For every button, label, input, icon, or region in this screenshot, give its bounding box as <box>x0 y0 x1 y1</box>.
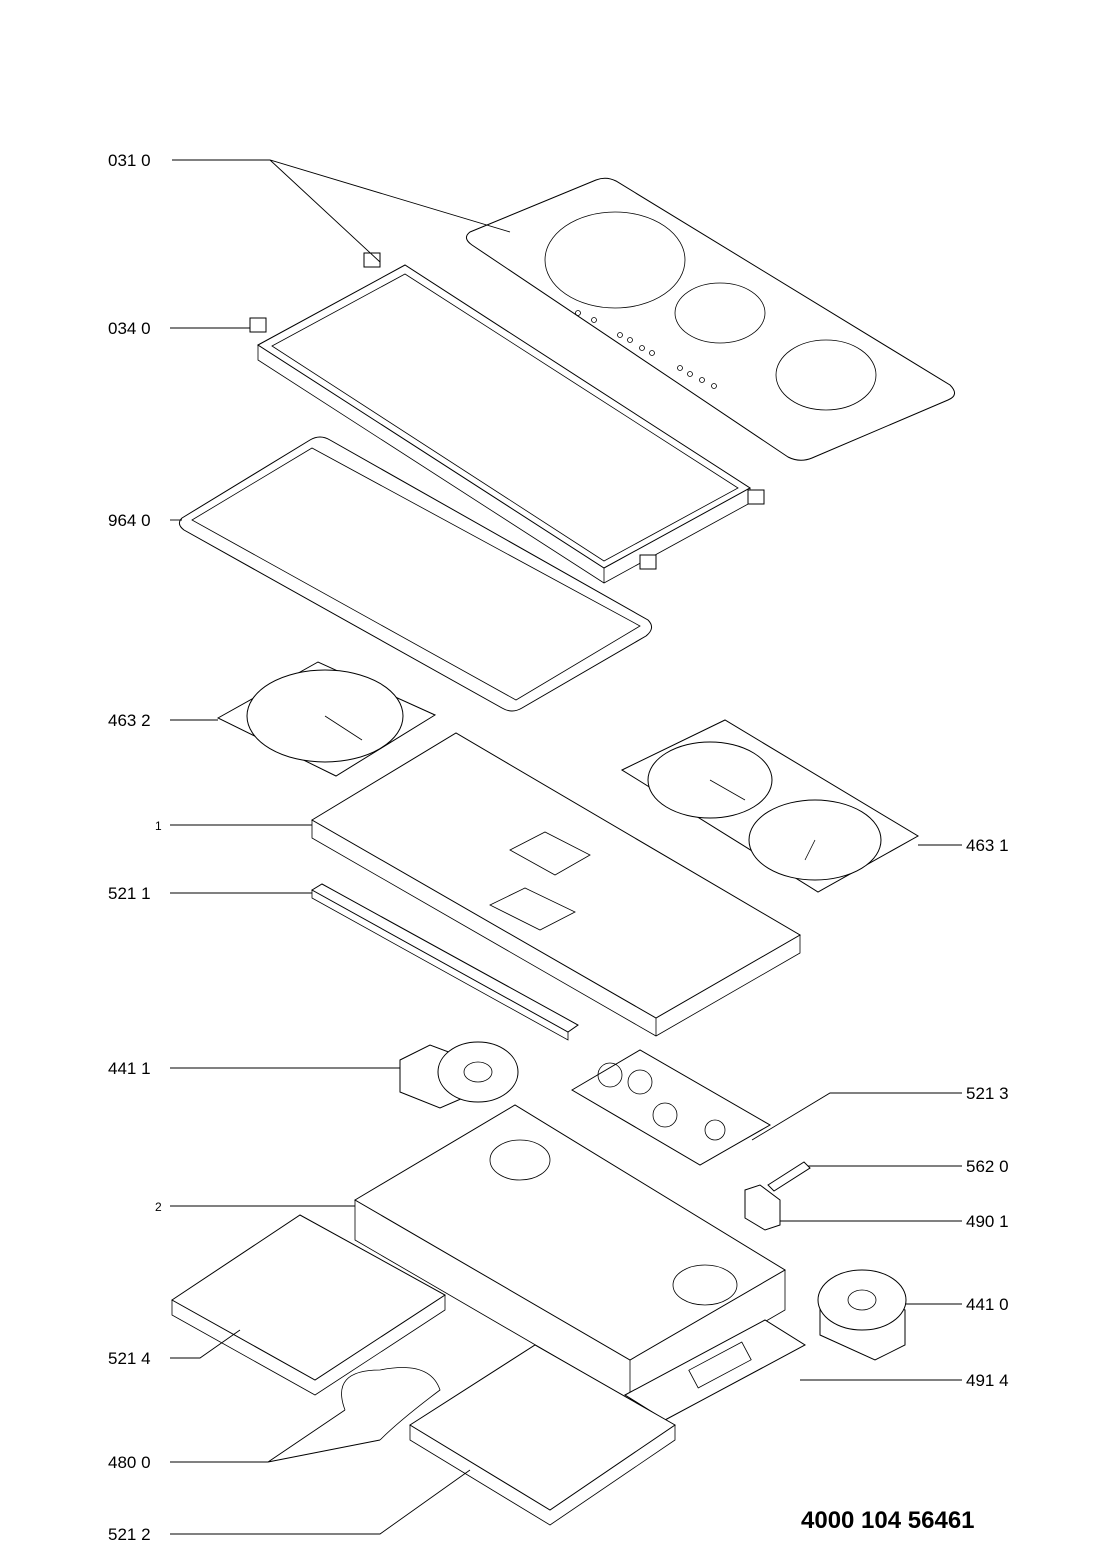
part-board-left <box>171 1214 446 1396</box>
part-glass-top <box>466 177 955 461</box>
part-control-board <box>310 883 579 1041</box>
part-power-board <box>571 1049 772 1166</box>
leader-lines <box>170 159 962 1535</box>
callout-label: 2 <box>155 1200 162 1214</box>
frame-bracket-icon <box>249 252 765 570</box>
callout-label: 491 4 <box>966 1371 1009 1390</box>
callout-label: 521 4 <box>108 1349 151 1368</box>
callout-label: 463 2 <box>108 711 151 730</box>
part-support-plate <box>311 732 801 1037</box>
callout-label: 964 0 <box>108 511 151 530</box>
part-frame <box>257 264 751 584</box>
callout-label: 031 0 <box>108 151 151 170</box>
callout-label: 521 1 <box>108 884 151 903</box>
callout-label: 441 0 <box>966 1295 1009 1314</box>
callout-label: 441 1 <box>108 1059 151 1078</box>
part-fan-left <box>399 1041 519 1109</box>
part-fan-right <box>817 1269 907 1361</box>
part-board-right <box>409 1344 676 1526</box>
callout-label: 1 <box>155 819 162 833</box>
part-holder <box>744 1184 781 1231</box>
part-cable <box>341 1367 441 1441</box>
callout-label: 480 0 <box>108 1453 151 1472</box>
callout-label: 521 2 <box>108 1525 151 1544</box>
part-seal <box>178 436 652 712</box>
callout-label: 463 1 <box>966 836 1009 855</box>
callout-label: 034 0 <box>108 319 151 338</box>
callout-label: 490 1 <box>966 1212 1009 1231</box>
callout-label: 562 0 <box>966 1157 1009 1176</box>
part-coil-double <box>620 719 919 893</box>
callout-label: 521 3 <box>966 1084 1009 1103</box>
document-code: 4000 104 56461 <box>801 1507 975 1534</box>
part-fuse <box>767 1161 811 1192</box>
part-coil-single <box>216 661 437 777</box>
